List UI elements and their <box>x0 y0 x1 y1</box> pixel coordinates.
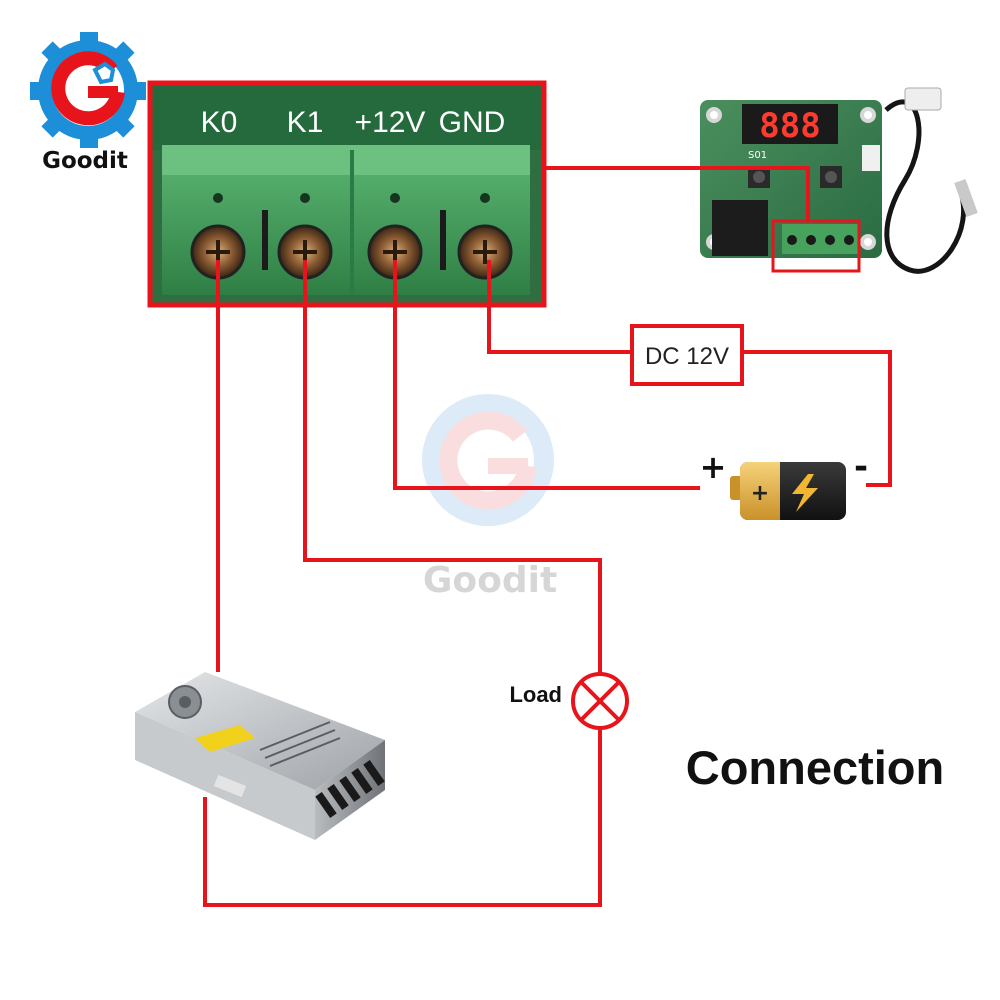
temperature-probe <box>884 87 978 274</box>
terminal-label-12v: +12V <box>355 106 426 139</box>
terminal-block-photo: K0 K1 +12V GND <box>147 80 547 308</box>
load-label: Load <box>509 682 562 707</box>
logo-brand-text: Goodit <box>42 148 128 174</box>
dc-voltage-text: DC 12V <box>645 343 729 370</box>
gear-icon <box>30 32 146 148</box>
wire-gnd-to-dc-label <box>487 260 632 354</box>
lightning-icon <box>792 474 818 512</box>
battery-icon: + + - <box>700 447 868 520</box>
seven-segment-display <box>742 104 838 144</box>
watermark-brand-text: Goodit <box>423 560 557 601</box>
goodit-logo: Goodit <box>30 32 146 174</box>
relay <box>712 200 768 256</box>
dc-power-label: DC 12V <box>630 324 744 386</box>
wiring <box>203 166 892 907</box>
wire-dc-label-to-battery-minus <box>742 350 892 487</box>
terminal-label-k0: K0 <box>201 106 238 139</box>
wire-12v-to-battery-plus <box>393 260 700 490</box>
load-symbol: Load <box>509 672 629 730</box>
terminal-label-k1: K1 <box>287 106 324 139</box>
watermark: Goodit <box>422 394 557 601</box>
terminal-label-gnd: GND <box>439 106 506 139</box>
battery-plus-sign: + <box>700 448 727 486</box>
battery-minus-sign: - <box>854 447 868 487</box>
thermostat-module-photo: 888 S01 <box>700 87 978 274</box>
wire-load-to-psu <box>203 727 602 907</box>
terminal-highlight-box <box>147 80 547 308</box>
module-button-label: S01 <box>748 150 767 161</box>
module-terminal-highlight <box>771 219 861 273</box>
wire-terminal-to-module <box>544 166 810 221</box>
display-digits: 888 <box>759 106 820 146</box>
wire-k1-to-load <box>303 260 602 675</box>
connection-caption: Connection <box>686 741 944 794</box>
power-supply-photo <box>135 672 385 840</box>
battery-cell-plus: + <box>751 481 769 506</box>
terminal-screws <box>190 224 513 280</box>
psu-terminal-strip <box>315 760 385 818</box>
